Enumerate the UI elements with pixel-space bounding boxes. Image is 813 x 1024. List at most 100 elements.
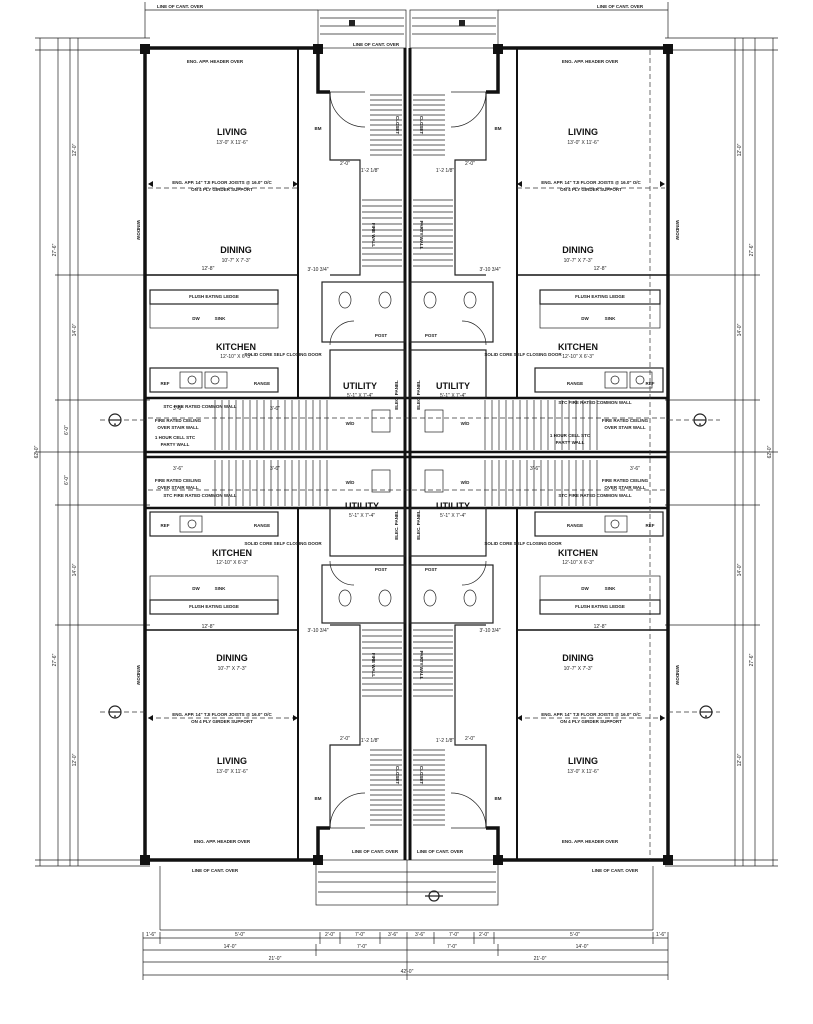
- room-living-ur: LIVING: [568, 127, 598, 137]
- note-wd-ll: W/D: [346, 480, 355, 485]
- dim-bottom-mid-right: 7'-0": [447, 944, 457, 950]
- section-a-label-4: A: [704, 714, 708, 719]
- note-bm-ul: BM: [315, 126, 322, 131]
- note-post-lr: POST: [425, 567, 438, 572]
- note-party-wall-ul: PARTY WALL: [161, 442, 190, 447]
- room-living-lr-size: 13'-0" X 11'-6": [567, 769, 598, 775]
- central-party-wall: [403, 48, 412, 860]
- note-stairwall-ll: OVER STAIR WALL: [157, 485, 198, 490]
- room-kitchen-ur: KITCHEN: [558, 342, 598, 352]
- note-wd-lr: W/D: [461, 480, 470, 485]
- note-window-lr: WINDOW: [675, 665, 680, 685]
- stairs: [214, 94, 598, 826]
- room-living-ul-size: 13'-0" X 11'-6": [216, 140, 247, 146]
- room-living-ur-size: 13'-0" X 11'-6": [567, 140, 598, 146]
- note-girder-ll: ON 4 PLY GIRDER SUPPORT: [191, 719, 253, 724]
- note-sink-ur: SINK: [605, 316, 617, 321]
- note-header-ul: ENG. APP. HEADER OVER: [187, 59, 244, 64]
- dim-int-10: 1'-2 1/8": [361, 738, 380, 744]
- note-ceiling-ul: FIRE RATED CEILING: [155, 418, 202, 423]
- dim-int-3: 1'-2 1/8": [436, 168, 455, 174]
- dim-bottom-sub-left: 14'-0": [224, 944, 237, 950]
- note-girder-lr: ON 4 PLY GIRDER SUPPORT: [560, 719, 622, 724]
- note-cant-top-left: LINE OF CANT. OVER: [157, 4, 204, 9]
- note-cant-top-mid: LINE OF CANT. OVER: [353, 42, 400, 47]
- dimension-lines-right: [665, 37, 778, 867]
- room-living-ll-size: 13'-0" X 11'-6": [216, 769, 247, 775]
- room-utility-ur: UTILITY: [436, 381, 470, 391]
- dim-bottom-seg-6: 3'-6": [415, 932, 425, 938]
- dim-bottom-seg-3: 2'-0": [325, 932, 335, 938]
- note-closing-door-ur: SOLID CORE SELF CLOSING DOOR: [484, 352, 562, 357]
- room-utility-lr-size: 5'-1" X 7'-4": [440, 513, 466, 519]
- note-joists-ur: ENG. APP. 14" TJI FLOOR JOISTS @ 16.0" O…: [541, 180, 641, 185]
- note-firewall-ll: FIRE WALL: [371, 653, 376, 677]
- dim-living-right-lower: 12'-0": [737, 753, 743, 766]
- note-joists-ul: ENG. APP. 14" TJI FLOOR JOISTS @ 16.0" O…: [172, 180, 272, 185]
- note-header-lr: ENG. APP. HEADER OVER: [562, 839, 619, 844]
- dim-overall-height-right: 62'-0": [767, 445, 773, 458]
- dim-living-left-lower: 12'-0": [72, 753, 78, 766]
- dim-living-right: 12'-0": [737, 143, 743, 156]
- dim-bottom-total: 42'-0": [401, 969, 414, 975]
- room-kitchen-lr-size: 12'-10" X 6'-3": [562, 560, 594, 566]
- interior-walls: [145, 48, 668, 860]
- note-closet-lr: CLOSET: [419, 766, 424, 785]
- note-post-ll: POST: [375, 567, 388, 572]
- joist-arrows: [148, 181, 665, 721]
- dim-mid-left: 6'-0": [64, 425, 70, 435]
- note-stairwall-ul: OVER STAIR WALL: [157, 425, 198, 430]
- note-post-ur: POST: [425, 333, 438, 338]
- note-common-wall-ur: STC FIRE RATED COMMON WALL: [558, 400, 631, 405]
- note-closing-door-lr: SOLID CORE SELF CLOSING DOOR: [484, 541, 562, 546]
- dim-kitchen-left: 14'-0": [72, 323, 78, 336]
- note-party-wall-hr-ur: 1 HOUR CELL STC: [550, 433, 591, 438]
- room-dining-ur: DINING: [562, 245, 594, 255]
- note-ledge-ul: FLUSH EATING LEDGE: [189, 294, 239, 299]
- note-sink-ul: SINK: [215, 316, 227, 321]
- room-dining-ul: DINING: [220, 245, 252, 255]
- dim-int-2: 1'-2 1/8": [361, 168, 380, 174]
- note-joists-ll: ENG. APP. 14" TJI FLOOR JOISTS @ 16.0" O…: [172, 712, 272, 717]
- note-firewall-ul: FIRE WALL: [371, 223, 376, 247]
- dimension-lines-left: [35, 37, 150, 867]
- dim-bottom-left-half: 21'-0": [269, 956, 282, 962]
- room-kitchen-ul-size: 12'-10" X 6'-3": [220, 354, 252, 360]
- dim-int-13: 12'-8": [202, 266, 215, 272]
- dim-bottom-seg-2: 5'-0": [235, 932, 245, 938]
- note-ledge-ur: FLUSH EATING LEDGE: [575, 294, 625, 299]
- dim-lower-right: 27'-6": [749, 653, 755, 666]
- note-range-lr: RANGE: [567, 523, 583, 528]
- note-dw-ur: DW: [581, 316, 589, 321]
- note-closet-ll: CLOSET: [395, 766, 400, 785]
- note-window-ur: WINDOW: [675, 220, 680, 240]
- note-header-ll: ENG. APP. HEADER OVER: [194, 839, 251, 844]
- room-living-lr: LIVING: [568, 756, 598, 766]
- note-party-firewall-lr: PARTY WALL: [419, 651, 424, 680]
- note-joists-lr: ENG. APP. 14" TJI FLOOR JOISTS @ 16.0" O…: [541, 712, 641, 717]
- note-range-ll: RANGE: [254, 523, 270, 528]
- dim-int-6: 3'-10 3/4": [479, 267, 500, 273]
- room-kitchen-ll: KITCHEN: [212, 548, 252, 558]
- note-ledge-ll: FLUSH EATING LEDGE: [189, 604, 239, 609]
- section-markers: [108, 413, 713, 719]
- note-wd-ur: W/D: [461, 421, 470, 426]
- room-dining-ul-size: 10'-7" X 7'-3": [222, 258, 251, 264]
- dim-lower-left: 27'-6": [52, 653, 58, 666]
- note-ref-ul: REF: [161, 381, 170, 386]
- dim-int-11: 1'-2 1/8": [436, 738, 455, 744]
- dim-overall-height-left: 62'-0": [34, 445, 40, 458]
- room-kitchen-ul: KITCHEN: [216, 342, 256, 352]
- room-kitchen-ll-size: 12'-10" X 6'-3": [216, 560, 248, 566]
- note-ledge-lr: FLUSH EATING LEDGE: [575, 604, 625, 609]
- dim-int-14: 12'-8": [594, 266, 607, 272]
- room-utility-ll-size: 5'-1" X 7'-4": [349, 513, 375, 519]
- dim-upper-left: 27'-6": [52, 243, 58, 256]
- section-a-label-3: A: [113, 714, 117, 719]
- dim-mid-left-2: 6'-0": [64, 475, 70, 485]
- note-cant-bottom-right: LINE OF CANT. OVER: [592, 868, 639, 873]
- note-ref-ur: REF: [646, 381, 655, 386]
- note-closet-ul: CLOSET: [395, 116, 400, 135]
- room-living-ul: LIVING: [217, 127, 247, 137]
